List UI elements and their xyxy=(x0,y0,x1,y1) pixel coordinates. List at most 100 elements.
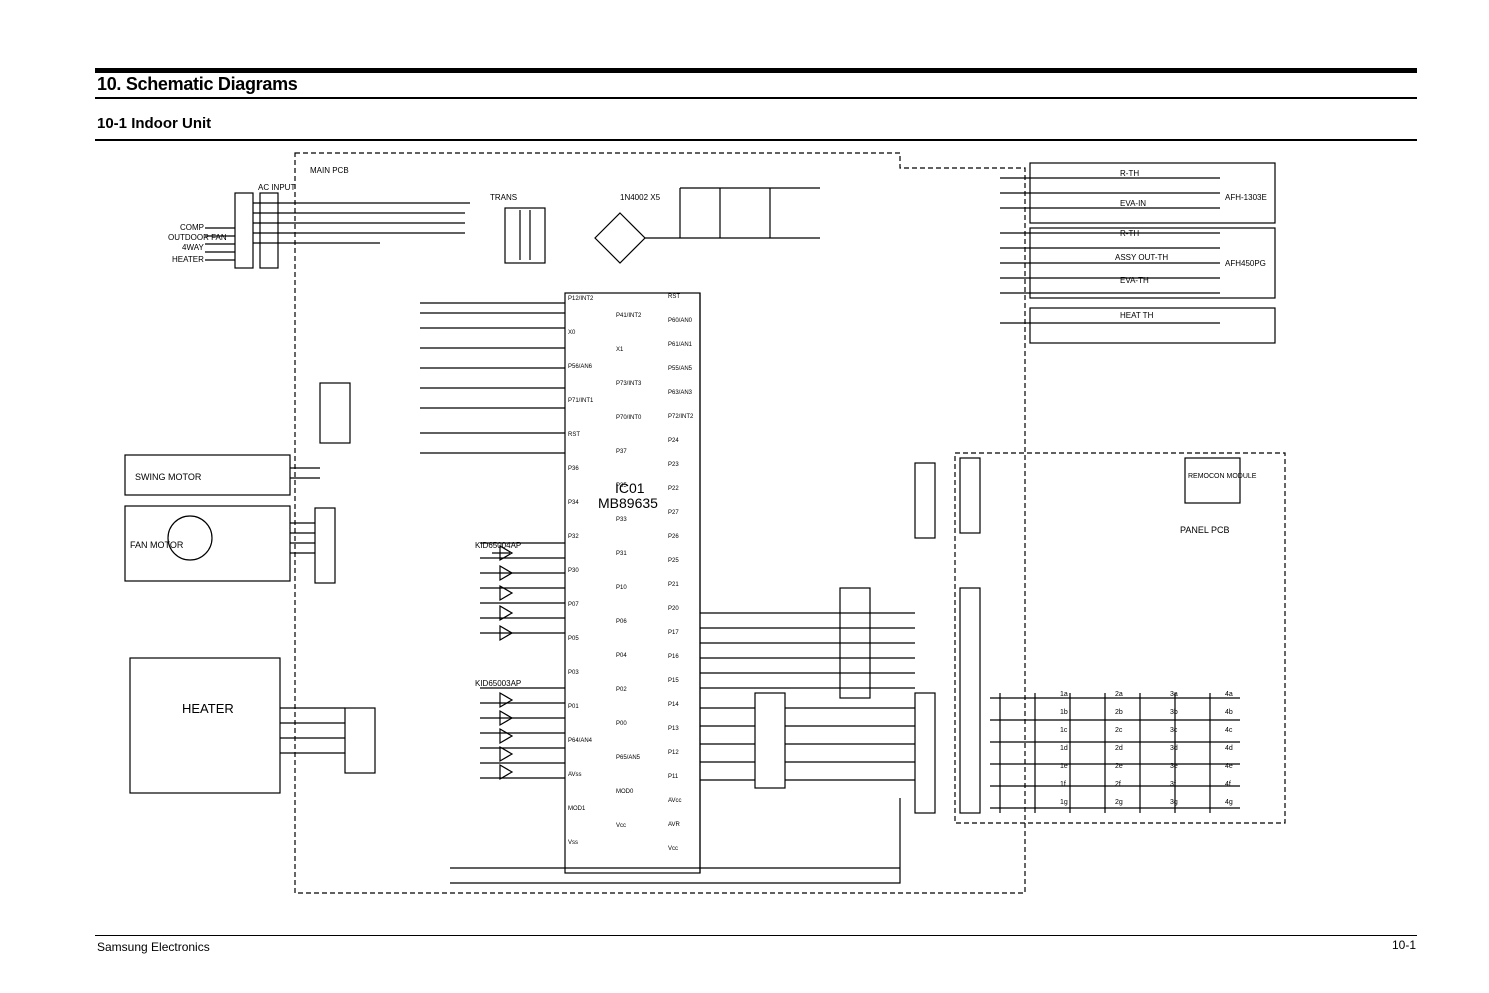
ic-pin-label: P34 xyxy=(568,500,579,506)
display-key-label: 3d xyxy=(1170,745,1178,752)
display-key-label: 3a xyxy=(1170,691,1178,698)
ic-pin-label: P37 xyxy=(616,449,627,455)
ic-pin-label: P12/INT2 xyxy=(568,296,594,302)
display-key-label: 4b xyxy=(1225,709,1233,716)
remocon-label: REMOCON MODULE xyxy=(1188,473,1257,480)
ic-pin-label: P31 xyxy=(616,551,627,557)
display-key-label: 1d xyxy=(1060,745,1068,752)
transformer-label: TRANS xyxy=(490,193,517,202)
ic-pin-label: P71/INT1 xyxy=(568,398,594,404)
terminal-outdoor-fan: OUTDOOR FAN xyxy=(168,233,227,242)
ic-pin-label: P30 xyxy=(568,568,579,574)
ic-driver-2-label: KID65004AP xyxy=(475,541,521,550)
transformer xyxy=(504,207,546,264)
bridge-label: 1N4002 X5 xyxy=(620,193,661,202)
display-key-label: 3f xyxy=(1170,781,1176,788)
footer-page-number: 10-1 xyxy=(1392,938,1417,952)
ic-pin-label-right: P13 xyxy=(668,726,679,732)
thermistor-3: R-TH xyxy=(1120,229,1139,238)
relay-block-1 xyxy=(319,382,351,444)
display-key-label: 4a xyxy=(1225,691,1233,698)
ic-pin-label: RST xyxy=(568,432,580,438)
driver-ic-1 xyxy=(499,691,514,781)
ic-pin-label-right: P61/AN1 xyxy=(668,342,693,348)
heater-box xyxy=(129,657,281,794)
ic-pin-label-right: P27 xyxy=(668,510,679,516)
display-key-label: 1a xyxy=(1060,691,1068,698)
sensor-model-2: AFH450PG xyxy=(1225,259,1266,268)
ic-pin-label: P70/INT0 xyxy=(616,415,642,421)
ic-pin-label: P41/INT2 xyxy=(616,313,642,319)
ic-pin-label: MOD1 xyxy=(568,806,586,812)
display-key-label: 4f xyxy=(1225,781,1231,788)
display-key-label: 2f xyxy=(1115,781,1121,788)
ic-pin-label: P07 xyxy=(568,602,579,608)
swing-motor-label: SWING MOTOR xyxy=(135,472,202,482)
display-key-label: 2d xyxy=(1115,745,1123,752)
ic-pin-label: P35 xyxy=(616,483,627,489)
display-key-label: 4d xyxy=(1225,745,1233,752)
sensor-model-1: AFH-1303E xyxy=(1225,193,1267,202)
ic-pin-label: P56/AN6 xyxy=(568,364,593,370)
thermistor-5: EVA-TH xyxy=(1120,276,1149,285)
ic-pin-label-right: P15 xyxy=(668,678,679,684)
main-ic-part-label: MB89635 xyxy=(598,495,658,511)
display-key-label: 3b xyxy=(1170,709,1178,716)
thermistor-6: HEAT TH xyxy=(1120,311,1154,320)
main-ic-label: IC01 xyxy=(615,480,645,496)
display-key-label: 1e xyxy=(1060,763,1068,770)
ic-pin-label: P36 xyxy=(568,466,579,472)
ic-pin-label: Vcc xyxy=(616,823,626,829)
terminal-4way: 4WAY xyxy=(182,243,204,252)
ic-pin-label-right: P22 xyxy=(668,486,679,492)
ic-pin-label-right: P72/INT2 xyxy=(668,414,694,420)
display-key-label: 4c xyxy=(1225,727,1233,734)
ic-pin-label-right: P12 xyxy=(668,750,679,756)
ic-pin-label: P01 xyxy=(568,704,579,710)
display-key-label: 2a xyxy=(1115,691,1123,698)
ic-pin-label-right: P21 xyxy=(668,582,679,588)
display-key-label: 3g xyxy=(1170,799,1178,806)
ic-pin-label: P02 xyxy=(616,687,627,693)
thermistor-1: R-TH xyxy=(1120,169,1139,178)
fan-motor-label: FAN MOTOR xyxy=(130,540,184,550)
ic-pin-label: Vss xyxy=(568,840,578,846)
ic-pin-label-right: P26 xyxy=(668,534,679,540)
ic-pin-label: P64/AN4 xyxy=(568,738,593,744)
ic-pin-label: AVss xyxy=(568,772,582,778)
terminal-comp: COMP xyxy=(180,223,204,232)
top-rule xyxy=(95,68,1417,73)
ic-pin-label: P10 xyxy=(616,585,627,591)
thermistor-4: ASSY OUT-TH xyxy=(1115,253,1168,262)
ic-pin-label-right: P63/AN3 xyxy=(668,390,693,396)
ic-pin-label: P33 xyxy=(616,517,627,523)
thermistor-2: EVA-IN xyxy=(1120,199,1146,208)
ic-pin-label: P65/AN5 xyxy=(616,755,641,761)
footer-rule xyxy=(95,935,1417,936)
display-key-label: 2b xyxy=(1115,709,1123,716)
ic-pin-label: P04 xyxy=(616,653,627,659)
ic-pin-label: X0 xyxy=(568,330,576,336)
ic-pin-label-right: P14 xyxy=(668,702,679,708)
ic-pin-label-right: P23 xyxy=(668,462,679,468)
footer-company: Samsung Electronics xyxy=(97,940,210,954)
display-key-label: 1b xyxy=(1060,709,1068,716)
ic-pin-label-right: P25 xyxy=(668,558,679,564)
ic-pin-label-right: P60/AN0 xyxy=(668,318,693,324)
display-key-label: 4g xyxy=(1225,799,1233,806)
panel-pcb-outline xyxy=(954,452,1286,824)
ic-pin-label-right: AVR xyxy=(668,822,681,828)
ic-pin-label-right: RST xyxy=(668,294,680,300)
display-key-label: 3c xyxy=(1170,727,1178,734)
display-key-label: 2g xyxy=(1115,799,1123,806)
remocon-module xyxy=(1184,457,1241,504)
section-rule xyxy=(95,139,1417,141)
ic-pin-label: MOD0 xyxy=(616,789,634,795)
main-pcb-label: MAIN PCB xyxy=(310,166,349,175)
ic-pin-label: P73/INT3 xyxy=(616,381,642,387)
display-key-label: 1c xyxy=(1060,727,1068,734)
ic-driver-1-label: KID65003AP xyxy=(475,679,521,688)
display-key-label: 1f xyxy=(1060,781,1066,788)
ic-pin-label-right: P20 xyxy=(668,606,679,612)
main-pcb-outline xyxy=(294,152,1026,894)
